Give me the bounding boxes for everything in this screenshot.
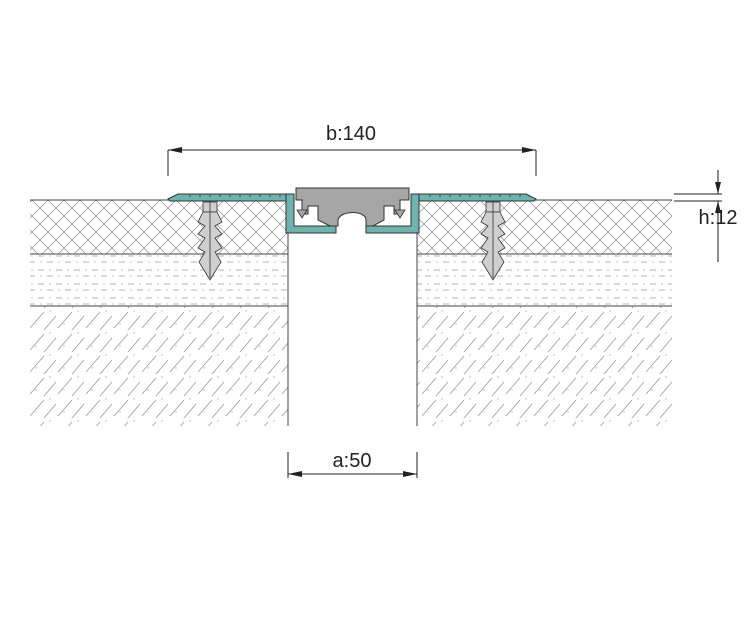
right-slab: [416, 199, 672, 426]
left-tile-layer: [30, 200, 288, 254]
aluminium-profile: [167, 193, 537, 234]
left-mortar-layer: [30, 254, 288, 306]
left-anchor: [197, 201, 223, 281]
left-slab: [30, 199, 289, 426]
rubber-insert: [295, 187, 410, 227]
right-tile-layer: [417, 200, 672, 254]
dimension-b-label: b:140: [326, 123, 376, 145]
dimension-a-label: a:50: [333, 450, 372, 472]
dimension-b: b:140: [167, 123, 537, 176]
dimension-h: h:12: [674, 170, 737, 262]
right-channel: [365, 193, 420, 234]
insert-body: [295, 187, 410, 227]
right-mortar-layer: [417, 254, 672, 306]
right-anchor: [480, 201, 506, 281]
right-concrete-layer: [417, 306, 672, 426]
dimension-h-label: h:12: [699, 207, 738, 229]
dimension-a: a:50: [287, 450, 418, 478]
left-concrete-layer: [30, 306, 288, 426]
right-flange: [416, 193, 537, 202]
left-clip: [296, 209, 308, 219]
right-clip: [394, 209, 406, 219]
